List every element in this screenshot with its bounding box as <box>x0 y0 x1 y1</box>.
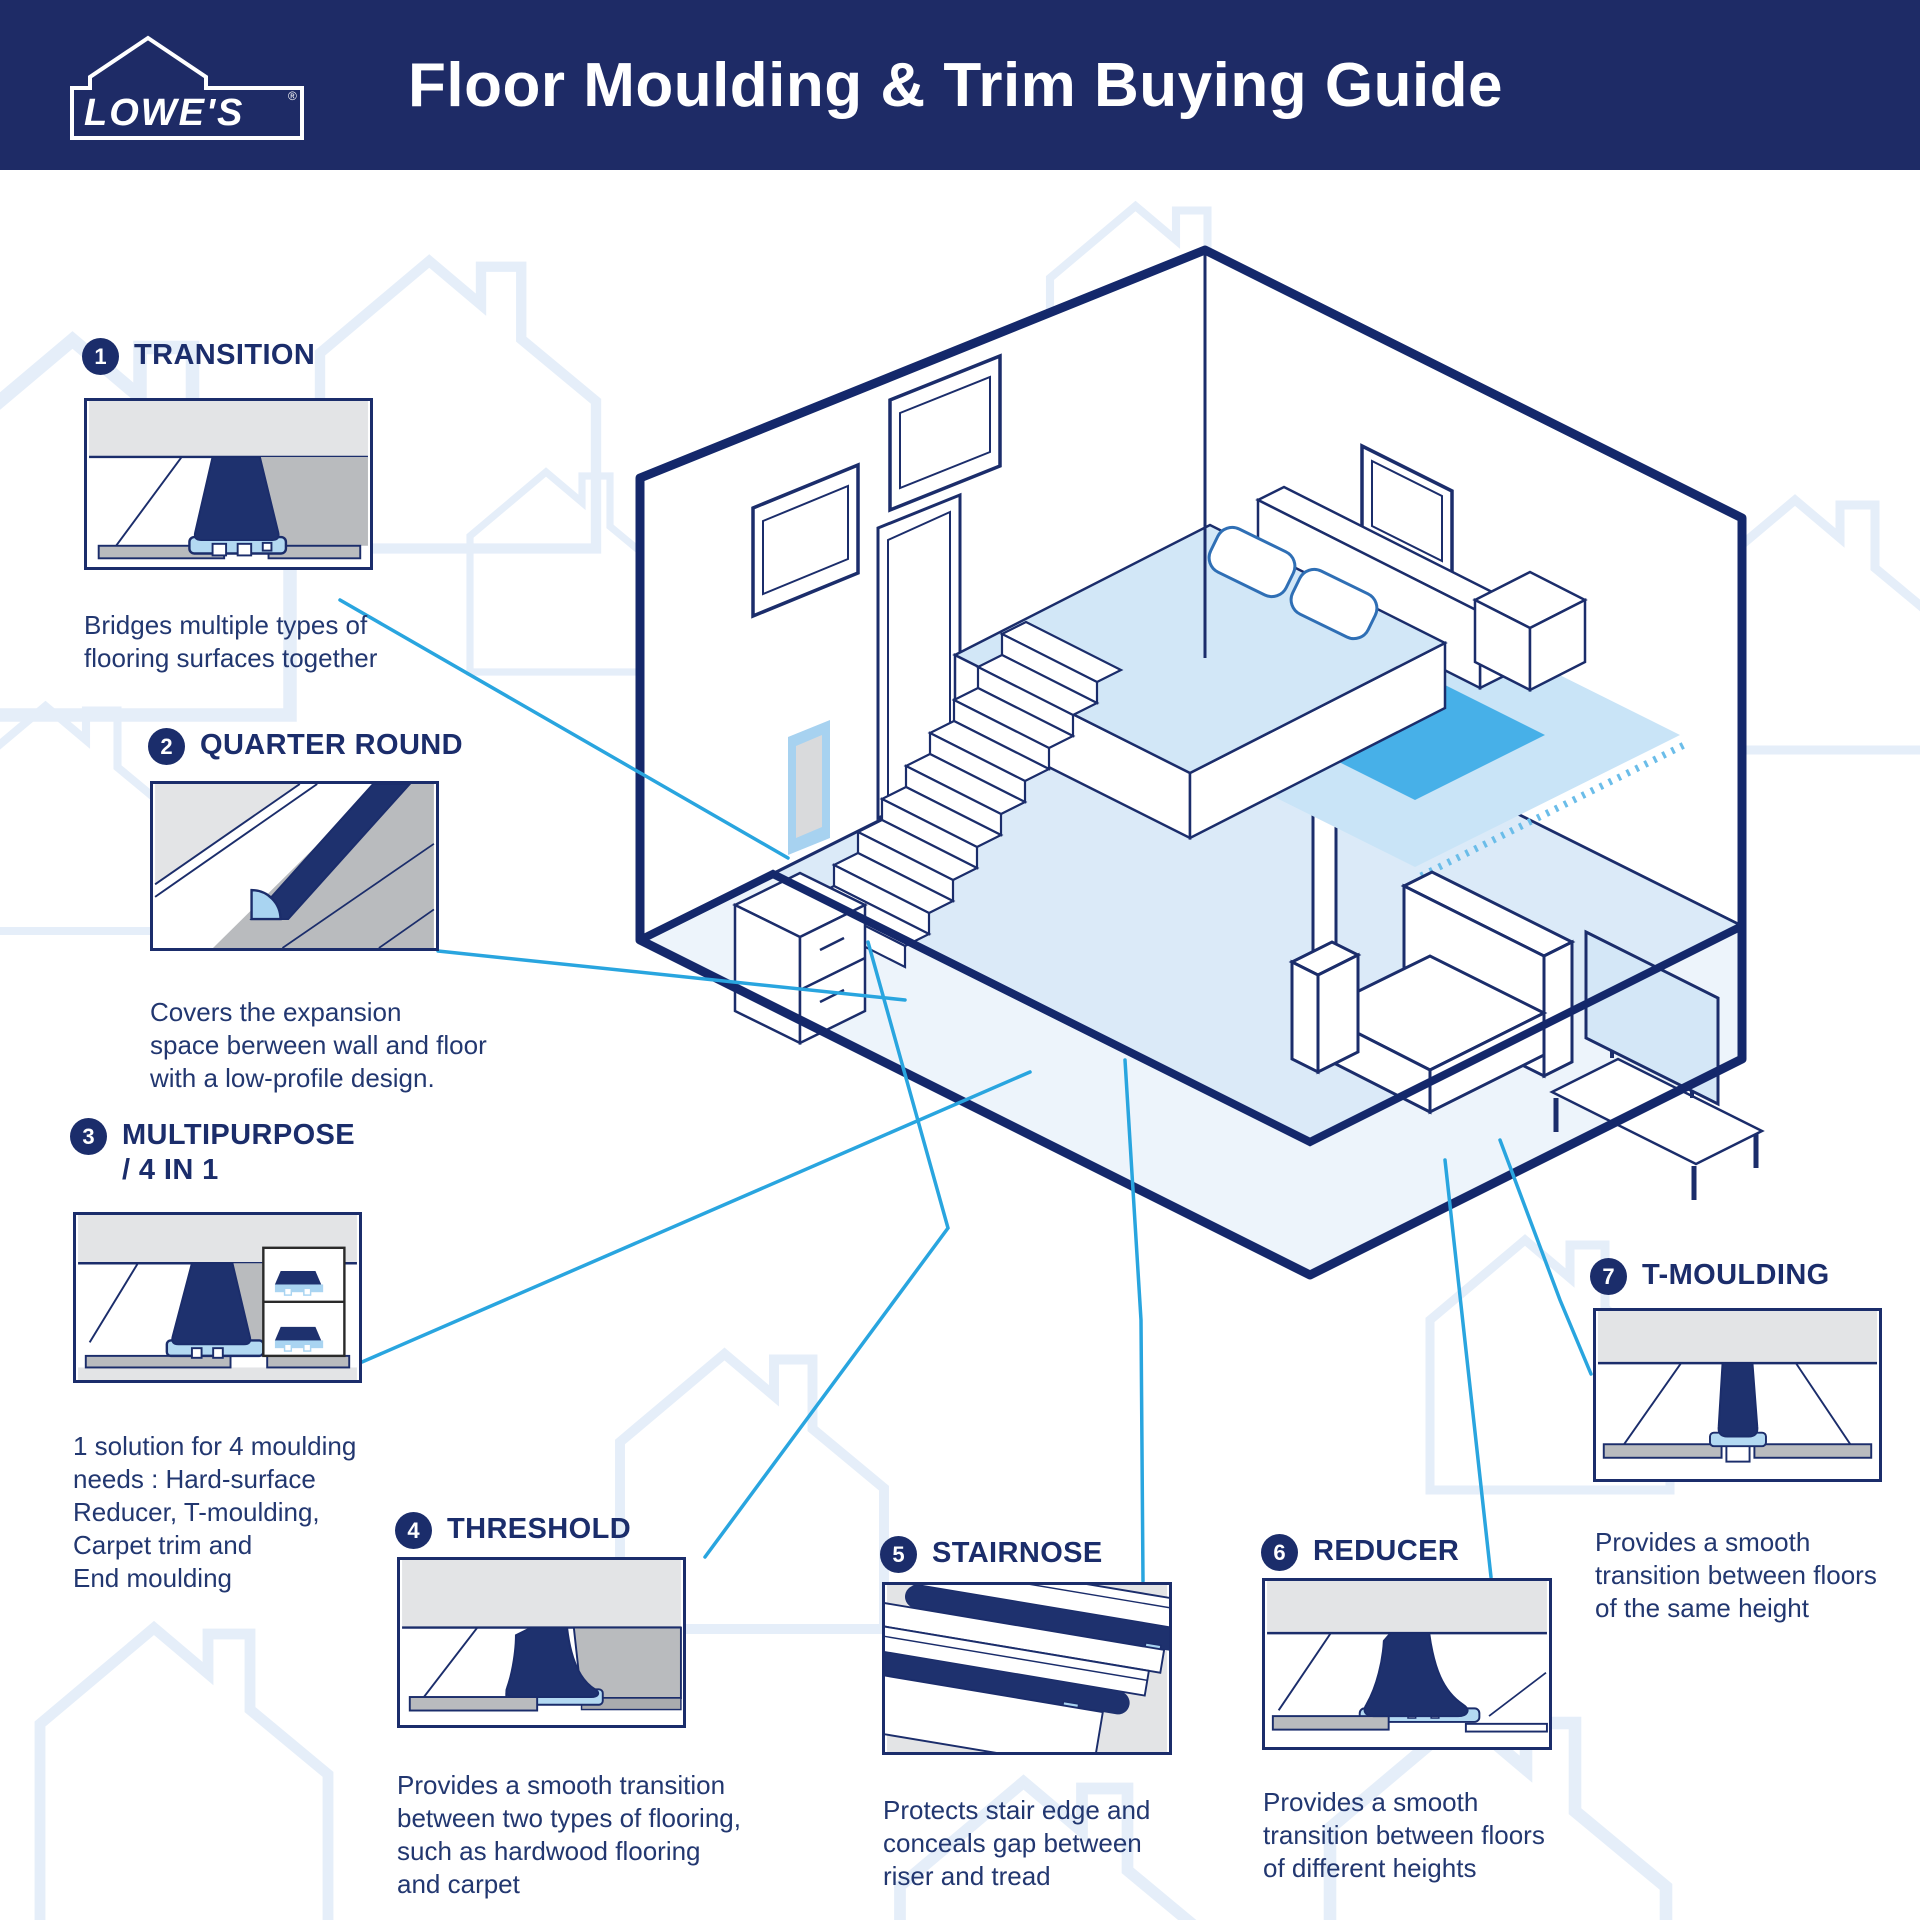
connector-line-threshold <box>703 940 950 1559</box>
section-t-moulding-caption: Provides a smooth transition between flo… <box>1595 1527 1877 1623</box>
multipurpose-illustration <box>73 1212 362 1383</box>
reducer-illustration <box>1262 1578 1552 1750</box>
section-threshold-header: 4 THRESHOLD <box>395 1512 631 1549</box>
t-moulding-illustration <box>1593 1308 1882 1482</box>
pillow <box>1207 525 1379 641</box>
badge-1: 1 <box>82 338 119 375</box>
badge-2: 2 <box>148 728 185 765</box>
section-stairnose-title: STAIRNOSE <box>932 1537 1103 1569</box>
section-quarter-round-header: 2 QUARTER ROUND <box>148 728 463 765</box>
section-threshold-title: THRESHOLD <box>447 1513 632 1545</box>
floor-cut-edges <box>638 869 1744 1147</box>
section-reducer-header: 6 REDUCER <box>1261 1534 1459 1571</box>
section-transition-caption: Bridges multiple types of flooring surfa… <box>84 610 378 673</box>
window-upper-left <box>888 353 1002 513</box>
section-reducer-title: REDUCER <box>1313 1535 1460 1567</box>
connector-line-multipurpose <box>360 1070 1032 1364</box>
badge-5: 5 <box>880 1536 917 1573</box>
section-multipurpose-title: MULTIPURPOSE / 4 IN 1 <box>122 1119 356 1186</box>
side-table-cube <box>1472 570 1588 693</box>
house-outline <box>635 245 1747 1280</box>
section-multipurpose-caption: 1 solution for 4 moulding needs : Hard-s… <box>73 1431 357 1593</box>
section-transition-title: TRANSITION <box>134 339 316 371</box>
section-multipurpose-header: 3 MULTIPURPOSE / 4 IN 1 <box>70 1118 355 1188</box>
section-quarter-round-title: QUARTER ROUND <box>200 729 463 761</box>
connector-lines <box>338 598 1593 1583</box>
section-stairnose-caption: Protects stair edge and conceals gap bet… <box>883 1795 1151 1891</box>
tv-bench <box>1549 1057 1765 1200</box>
badge-6: 6 <box>1261 1534 1298 1571</box>
ground-floor <box>640 874 1742 1275</box>
connector-line-quarter-round <box>436 949 907 1002</box>
badge-4: 4 <box>395 1512 432 1549</box>
window-mid-left <box>751 462 860 619</box>
connector-line-stairnose <box>1123 1058 1145 1583</box>
connector-line-transition <box>338 598 790 860</box>
lowes-logo-text: LOWE'S <box>84 92 244 134</box>
quarter-round-illustration <box>150 781 439 951</box>
picture-frame <box>788 720 830 855</box>
section-stairnose-header: 5 STAIRNOSE <box>880 1536 1103 1573</box>
registered-mark: ® <box>288 89 297 103</box>
transition-illustration <box>84 398 373 570</box>
lowes-logo: LOWE'S ® <box>70 35 304 140</box>
connector-line-t-moulding <box>1498 1138 1593 1376</box>
header-bar: LOWE'S ® Floor Moulding & Trim Buying Gu… <box>0 0 1920 170</box>
stairnose-illustration <box>882 1582 1172 1755</box>
threshold-illustration <box>397 1557 686 1728</box>
badge-7: 7 <box>1590 1258 1627 1295</box>
section-t-moulding-header: 7 T-MOULDING <box>1590 1258 1830 1295</box>
section-quarter-round-caption: Covers the expansion space berween wall … <box>150 997 487 1093</box>
section-threshold-caption: Provides a smooth transition between two… <box>397 1770 741 1899</box>
page-title: Floor Moulding & Trim Buying Guide <box>408 50 1504 120</box>
badge-3: 3 <box>70 1118 107 1155</box>
section-transition-header: 1 TRANSITION <box>82 338 315 375</box>
section-reducer-caption: Provides a smooth transition between flo… <box>1263 1787 1545 1883</box>
section-t-moulding-title: T-MOULDING <box>1642 1259 1830 1291</box>
connector-line-reducer <box>1443 1158 1493 1579</box>
